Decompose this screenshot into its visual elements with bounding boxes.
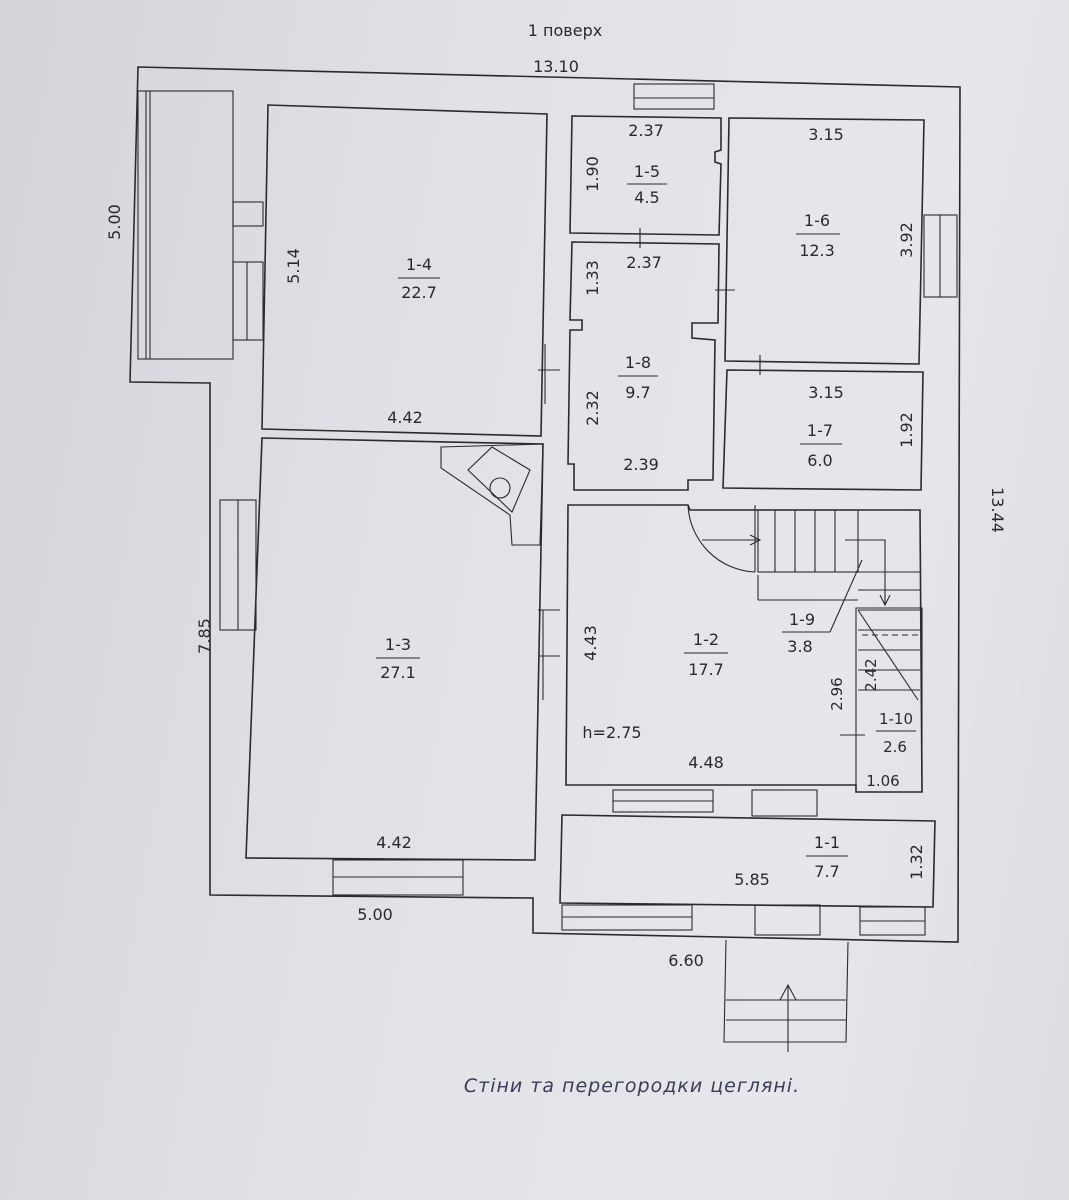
room-1-5-dim-h: 1.90 bbox=[583, 156, 602, 192]
door bbox=[751, 789, 818, 817]
arrow-head-icon bbox=[879, 594, 891, 607]
room-1-1-dim-w: 5.85 bbox=[734, 870, 770, 889]
stove-inner bbox=[467, 446, 531, 513]
room-1-8-area: 9.7 bbox=[625, 383, 650, 402]
room-1-8-dim-h: 2.32 bbox=[583, 390, 602, 426]
caption: Стіни та перегородки цегляні. bbox=[464, 1075, 800, 1097]
room-1-6-area: 12.3 bbox=[799, 241, 835, 260]
room-1-7-area: 6.0 bbox=[807, 451, 832, 470]
window bbox=[232, 261, 264, 341]
room-1-3-id: 1-3 bbox=[385, 635, 411, 654]
room-1-3-area: 27.1 bbox=[380, 663, 416, 682]
dim-left-lower: 7.85 bbox=[195, 618, 214, 654]
dim-top: 13.10 bbox=[533, 57, 579, 76]
stove bbox=[440, 443, 544, 546]
porch bbox=[137, 90, 234, 360]
room-1-9-id: 1-9 bbox=[789, 610, 815, 629]
leader-line bbox=[829, 559, 863, 633]
room-1-1-area: 7.7 bbox=[814, 862, 839, 881]
arrow-head-icon bbox=[779, 983, 797, 1001]
dim-right: 13.44 bbox=[988, 487, 1007, 533]
door-swing bbox=[687, 504, 756, 573]
room-1-3-outline bbox=[245, 437, 544, 861]
room-1-5-outline bbox=[569, 115, 722, 236]
room-1-2-dim-h: 4.43 bbox=[581, 625, 600, 661]
room-1-6-dim-w: 3.15 bbox=[808, 125, 844, 144]
room-1-7-id: 1-7 bbox=[807, 421, 833, 440]
room-1-7-outline bbox=[722, 369, 924, 491]
room-1-6-dim-h: 3.92 bbox=[897, 222, 916, 258]
dim-left-upper: 5.00 bbox=[105, 204, 124, 240]
room-1-1-id: 1-1 bbox=[814, 833, 840, 852]
room-1-4-dim-h: 5.14 bbox=[284, 248, 303, 284]
room-1-5-dim-w: 2.37 bbox=[628, 121, 664, 140]
stair-arrow bbox=[845, 539, 886, 605]
room-1-8-id: 1-8 bbox=[625, 353, 651, 372]
exterior-wall bbox=[129, 66, 961, 943]
window bbox=[633, 83, 715, 110]
room-1-10-outline bbox=[855, 607, 923, 793]
room-1-1-dim-h: 1.32 bbox=[907, 844, 926, 880]
dim-bottom-right: 6.60 bbox=[668, 951, 704, 970]
room-1-4-dim-w: 4.42 bbox=[387, 408, 423, 427]
room-1-6-outline bbox=[724, 117, 925, 365]
chimney-icon bbox=[489, 477, 511, 499]
room-1-10-area: 2.6 bbox=[883, 738, 907, 756]
room-1-2-area: 17.7 bbox=[688, 660, 724, 679]
staircase bbox=[757, 509, 859, 573]
room-1-10-dim-h: 2.96 bbox=[828, 677, 846, 710]
room-1-7-dim-h: 1.92 bbox=[897, 412, 916, 448]
room-1-7-dim-w: 3.15 bbox=[808, 383, 844, 402]
room-1-2-id: 1-2 bbox=[693, 630, 719, 649]
room-1-2-outline bbox=[565, 504, 923, 793]
window bbox=[232, 201, 264, 227]
room-1-8-dim-w-top: 2.37 bbox=[626, 253, 662, 272]
room-1-2-height: h=2.75 bbox=[582, 723, 641, 742]
entrance-door bbox=[754, 904, 821, 936]
floor-title: 1 поверх bbox=[528, 21, 602, 40]
room-1-1-outline bbox=[559, 814, 936, 908]
room-1-4-outline bbox=[261, 104, 548, 437]
room-1-9-area: 3.8 bbox=[787, 637, 812, 656]
room-1-2-dim-w: 4.48 bbox=[688, 753, 724, 772]
stair-diagonal bbox=[857, 609, 919, 701]
room-1-8-outline bbox=[567, 241, 720, 491]
dim-bottom-left: 5.00 bbox=[357, 905, 393, 924]
room-1-4-id: 1-4 bbox=[406, 255, 432, 274]
room-1-5-area: 4.5 bbox=[634, 188, 659, 207]
room-1-10-dim-w: 1.06 bbox=[866, 772, 899, 790]
room-1-8-dim-h-top: 1.33 bbox=[583, 260, 602, 296]
room-1-3-dim-w: 4.42 bbox=[376, 833, 412, 852]
room-1-8-dim-w-bottom: 2.39 bbox=[623, 455, 659, 474]
arrow-head-icon bbox=[749, 534, 762, 546]
entrance-steps bbox=[723, 939, 849, 1043]
room-1-6-id: 1-6 bbox=[804, 211, 830, 230]
room-1-10-id: 1-10 bbox=[879, 710, 913, 728]
room-1-5-id: 1-5 bbox=[634, 162, 660, 181]
room-1-4-area: 22.7 bbox=[401, 283, 437, 302]
room-1-10-dim-h2: 2.42 bbox=[862, 658, 880, 691]
